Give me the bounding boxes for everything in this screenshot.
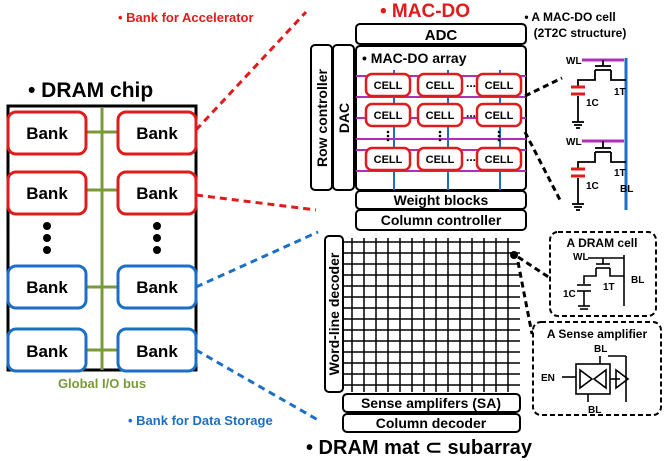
bank-dots-left bbox=[43, 222, 51, 254]
cell-vertical-dots bbox=[386, 130, 501, 142]
zoom-lines-black bbox=[516, 76, 563, 335]
svg-text:WL: WL bbox=[573, 252, 589, 263]
svg-text:Sense amplifers (SA): Sense amplifers (SA) bbox=[361, 395, 501, 411]
bank-blue-4: Bank bbox=[116, 327, 198, 373]
cell-r1-c3: CELL bbox=[475, 72, 523, 98]
column-decoder: Column decoder bbox=[342, 413, 521, 433]
svg-text:Column decoder: Column decoder bbox=[376, 415, 487, 431]
macdo-cell-subtitle: (2T2C structure) bbox=[534, 26, 627, 40]
zoom-lines-red bbox=[194, 10, 317, 212]
svg-text:Bank: Bank bbox=[136, 278, 178, 297]
bank-blue-2: Bank bbox=[116, 264, 198, 310]
svg-text:1C: 1C bbox=[563, 289, 576, 300]
svg-text:WL: WL bbox=[566, 137, 582, 148]
bank-red-1: Bank bbox=[6, 110, 88, 156]
sense-amplifier-box: A Sense amplifier BL EN BL bbox=[532, 321, 662, 416]
mat-grid bbox=[343, 238, 520, 392]
svg-text:1C: 1C bbox=[586, 181, 599, 192]
svg-text:CELL: CELL bbox=[426, 154, 455, 166]
svg-text:Column controller: Column controller bbox=[381, 212, 502, 228]
cell-r1-c2: CELL bbox=[416, 72, 464, 98]
cell-r2-c1: CELL bbox=[364, 102, 412, 128]
dram-mat-caption: • DRAM mat ⊂ subarray bbox=[306, 437, 533, 459]
svg-text:BL: BL bbox=[594, 344, 607, 355]
svg-text:CELL: CELL bbox=[374, 80, 403, 92]
svg-text:1T: 1T bbox=[603, 282, 615, 293]
bank-red-4: Bank bbox=[116, 170, 198, 216]
svg-text:EN: EN bbox=[541, 373, 555, 384]
bank-red-3: Bank bbox=[6, 170, 88, 216]
bank-dots-right bbox=[153, 222, 161, 254]
svg-text:Bank: Bank bbox=[136, 124, 178, 143]
svg-text:CELL: CELL bbox=[485, 154, 514, 166]
macdo-cell-title: • A MAC-DO cell bbox=[524, 10, 615, 24]
svg-text:Bank: Bank bbox=[26, 184, 68, 203]
cell-r2-c2: CELL bbox=[416, 102, 464, 128]
svg-text:1T: 1T bbox=[614, 168, 626, 179]
svg-text:CELL: CELL bbox=[374, 154, 403, 166]
cell-ellipsis-r1: ... bbox=[466, 76, 476, 90]
svg-text:1T: 1T bbox=[614, 87, 626, 98]
svg-text:WL: WL bbox=[566, 56, 582, 67]
svg-text:A Sense amplifier: A Sense amplifier bbox=[547, 327, 648, 341]
bank-for-data-storage-label: • Bank for Data Storage bbox=[128, 413, 273, 428]
global-io-bus bbox=[86, 108, 118, 370]
mat-cell-dot bbox=[510, 251, 518, 259]
bank-for-accelerator-label: • Bank for Accelerator bbox=[118, 10, 254, 25]
svg-text:BL: BL bbox=[588, 405, 601, 416]
svg-text:BL: BL bbox=[631, 275, 644, 286]
zoom-lines-blue bbox=[195, 230, 319, 422]
svg-text:CELL: CELL bbox=[426, 110, 455, 122]
svg-text:1C: 1C bbox=[586, 98, 599, 109]
svg-text:A DRAM cell: A DRAM cell bbox=[567, 236, 638, 250]
row-controller-block: Row controller bbox=[310, 44, 333, 191]
adc-block: ADC bbox=[355, 23, 527, 45]
cell-ellipsis-r3: ... bbox=[466, 150, 476, 164]
sense-amplifiers: Sense amplifers (SA) bbox=[342, 393, 521, 413]
svg-text:BL: BL bbox=[620, 184, 633, 195]
dram-chip-title: • DRAM chip bbox=[28, 79, 153, 102]
column-controller: Column controller bbox=[355, 209, 527, 231]
mac-do-title: • MAC-DO bbox=[380, 1, 470, 22]
svg-text:Row controller: Row controller bbox=[314, 68, 330, 167]
svg-text:Bank: Bank bbox=[26, 342, 68, 361]
cell-r3-c3: CELL bbox=[475, 146, 523, 172]
svg-text:Bank: Bank bbox=[26, 278, 68, 297]
bank-red-2: Bank bbox=[116, 110, 198, 156]
svg-text:ADC: ADC bbox=[425, 27, 458, 44]
dac-block: DAC bbox=[332, 44, 355, 191]
svg-text:Word-line decoder: Word-line decoder bbox=[326, 252, 342, 375]
cell-r1-c1: CELL bbox=[364, 72, 412, 98]
global-io-bus-label: Global I/O bus bbox=[58, 376, 146, 391]
svg-text:Bank: Bank bbox=[26, 124, 68, 143]
svg-text:DAC: DAC bbox=[336, 103, 352, 133]
svg-text:Bank: Bank bbox=[136, 184, 178, 203]
svg-text:CELL: CELL bbox=[426, 80, 455, 92]
cell-ellipsis-r2: ... bbox=[466, 106, 476, 120]
dram-cell-box: A DRAM cell WL 1T 1C BL bbox=[549, 231, 657, 317]
mac-do-array-title: • MAC-DO array bbox=[362, 50, 467, 66]
weight-blocks: Weight blocks bbox=[355, 190, 527, 210]
bank-blue-3: Bank bbox=[6, 327, 88, 373]
svg-text:CELL: CELL bbox=[485, 110, 514, 122]
mac-do-array: • MAC-DO array CELL CELL ... CELL CELL C… bbox=[355, 45, 527, 191]
svg-text:CELL: CELL bbox=[485, 80, 514, 92]
wordline-decoder: Word-line decoder bbox=[324, 235, 344, 393]
bank-blue-1: Bank bbox=[6, 264, 88, 310]
cell-r2-c3: CELL bbox=[475, 102, 523, 128]
svg-text:Bank: Bank bbox=[136, 342, 178, 361]
cell-r3-c2: CELL bbox=[416, 146, 464, 172]
macdo-cell-schematic: WL 1T 1C WL 1T 1C BL bbox=[566, 56, 633, 211]
svg-text:CELL: CELL bbox=[374, 110, 403, 122]
svg-text:Weight blocks: Weight blocks bbox=[394, 192, 489, 208]
cell-r3-c1: CELL bbox=[364, 146, 412, 172]
